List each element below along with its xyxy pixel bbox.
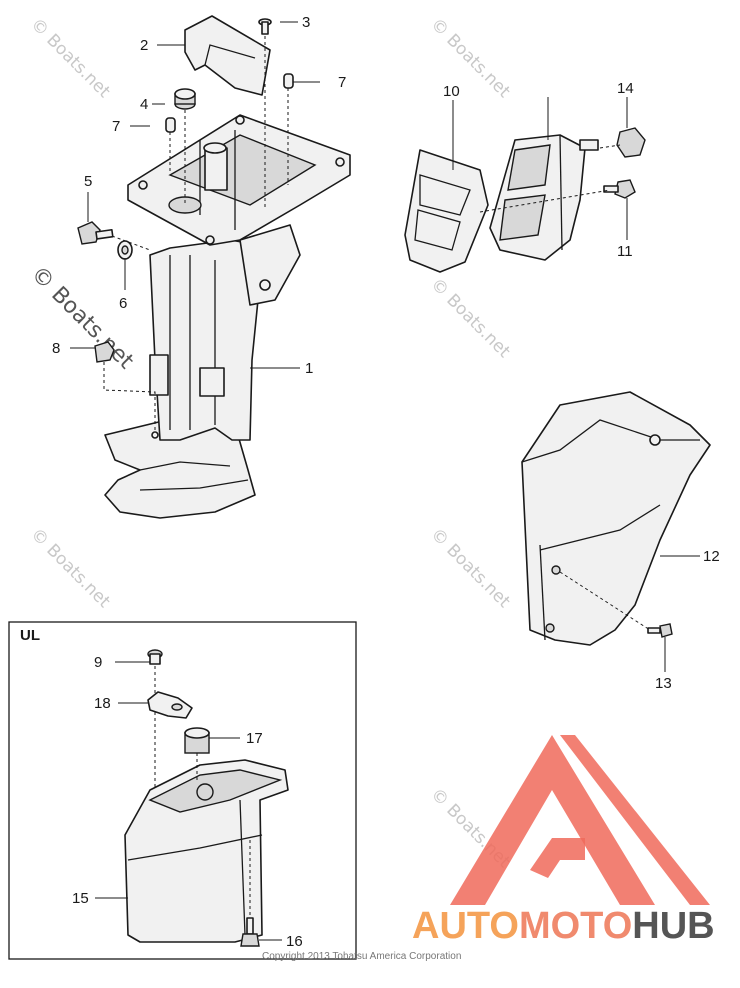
callout-label: 10 [443,83,460,100]
part-5-bolt [77,221,114,245]
logo-moto: MOTO [519,905,632,947]
svg-text:AUTOMOTOHUB: AUTOMOTOHUB [412,905,715,947]
callout-label: 6 [119,295,127,312]
part-11-bolt [603,179,636,199]
part-10-gasket [404,149,489,273]
callout-label: 17 [246,730,263,747]
part-3-screw [258,18,272,35]
watermark: © Boats.net [26,262,139,375]
watermark: © Boats.net [426,14,514,102]
watermark: © Boats.net [426,524,514,612]
leader-lines [70,21,700,941]
callout-label: 14 [617,80,634,97]
inset-label: UL [20,627,40,644]
ul-inset: UL [8,621,357,960]
callout-label: 13 [655,675,672,692]
callout-label: 15 [72,890,89,907]
logo-auto: AUTO [412,905,519,947]
part-12-lower-cover [521,391,711,646]
part-13-screw [647,623,673,638]
part-7-dowel-pins [165,73,294,133]
watermark: © Boats.net [26,14,114,102]
callout-labels: 1 2 3 4 5 6 7 7 8 9 10 11 12 13 14 15 16… [52,14,720,950]
callout-label: 4 [140,96,148,113]
callout-label: 5 [84,173,92,190]
watermark: © Boats.net [426,274,514,362]
callout-label: 2 [140,37,148,54]
part-2-cover-plate [184,15,271,96]
callout-label: 1 [305,360,313,377]
autmotohub-logo: AUTOMOTOHUB [412,735,715,947]
callout-label: 7 [338,74,346,91]
assembly-lines [103,36,651,918]
part-8-plug [94,341,115,363]
copyright-notice: Copyright 2013 Tohatsu America Corporati… [262,951,461,962]
part-14-nut [616,127,646,158]
part-9-manifold [489,134,599,261]
callout-label: 3 [302,14,310,31]
callout-label: 18 [94,695,111,712]
callout-label: 9 [94,654,102,671]
part-4-seal [174,88,196,110]
callout-label: 7 [112,118,120,135]
part-6-washer [117,240,133,260]
callout-label: 16 [286,933,303,950]
callout-label: 8 [52,340,60,357]
watermark: © Boats.net [26,524,114,612]
logo-hub: HUB [632,905,714,947]
callout-label: 11 [617,243,633,260]
drive-shaft-housing [104,114,351,519]
callout-label: 12 [703,548,720,565]
